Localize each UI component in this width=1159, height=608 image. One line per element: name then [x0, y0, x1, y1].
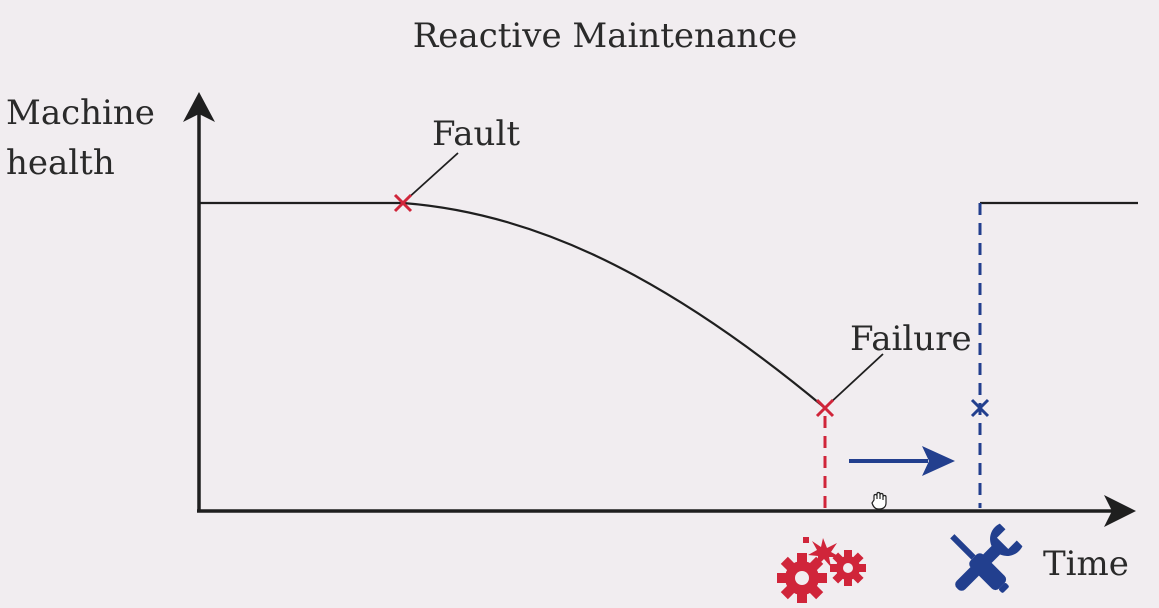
failure-label: Failure: [850, 319, 972, 359]
y-axis-arrowhead: [183, 92, 215, 122]
repair-cross: [970, 398, 990, 418]
axes: [183, 92, 1136, 527]
fault-marker: [393, 152, 459, 213]
downtime-arrow: [849, 446, 955, 476]
fault-label: Fault: [432, 114, 520, 154]
hand-cursor-icon: [871, 491, 887, 510]
failure-cross: [815, 398, 835, 418]
failure-marker: [815, 353, 884, 510]
wrench-screwdriver-icon: [950, 523, 1023, 593]
broken-gears-icon: [777, 537, 866, 603]
fault-cross: [393, 193, 413, 213]
diagram-title: Reactive Maintenance: [413, 16, 798, 56]
x-axis-label: Time: [1043, 544, 1129, 584]
y-axis-label-line2: health: [6, 143, 115, 183]
repair-marker: [970, 203, 990, 508]
health-curve: [199, 201, 1138, 409]
x-axis-arrowhead: [1104, 495, 1136, 527]
health-degradation-curve: [402, 201, 826, 409]
failure-leader-line: [828, 353, 884, 405]
y-axis-label-line1: Machine: [6, 93, 155, 133]
fault-leader-line: [405, 152, 459, 201]
